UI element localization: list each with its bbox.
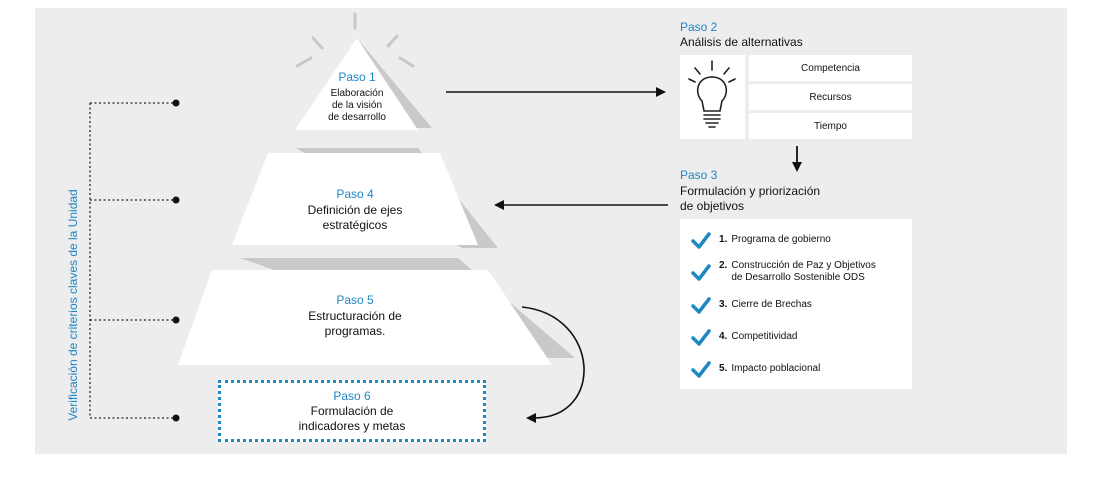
step4-description: Definición de ejes estratégicos [270, 203, 440, 233]
checkmark-icon [691, 329, 711, 346]
step3-label: Paso 3 [680, 168, 718, 182]
checkmark-icon [691, 297, 711, 314]
verification-bracket [89, 102, 175, 419]
objective-text: Impacto poblacional [731, 363, 821, 374]
lightbulb-box [680, 55, 745, 139]
step6-label: Paso 6 [333, 389, 371, 403]
objective-number: 3. [719, 299, 728, 310]
bracket-dot [172, 196, 180, 204]
checkmark-icon [691, 264, 711, 281]
step5-description: Estructuración de programas. [270, 309, 440, 339]
alternative-competencia: Competencia [749, 55, 912, 81]
arrow-to-step6 [521, 306, 585, 423]
pyramid-tier-2 [232, 153, 478, 245]
arrow-to-step2 [446, 87, 666, 97]
step6-box: Paso 6 Formulación de indicadores y meta… [218, 380, 486, 442]
lightbulb-icon [688, 60, 736, 128]
pyramid-tier-1-shadow [357, 38, 432, 128]
objectives-checklist [680, 219, 912, 389]
step5-label: Paso 5 [336, 293, 374, 307]
objective-text-line: de Desarrollo Sostenible ODS [731, 272, 865, 283]
step2-label: Paso 2 [680, 20, 718, 34]
step1-line: Elaboración [330, 88, 384, 99]
objective-number: 4. [719, 331, 728, 342]
objective-item: 3. Cierre de Brechas [690, 294, 812, 316]
step1-description: Elaboración de la visión de desarrollo [300, 88, 414, 124]
step1-label: Paso 1 [338, 70, 376, 84]
objective-number: 2. [719, 260, 728, 271]
step3-title-line: de objetivos [680, 199, 745, 213]
objective-item: 2. Construcción de Paz y Objetivos de De… [690, 260, 876, 284]
step4-label: Paso 4 [336, 187, 374, 201]
step2-title: Análisis de alternativas [680, 35, 803, 49]
pyramid-tier-3 [178, 270, 552, 365]
alternative-recursos: Recursos [749, 84, 912, 110]
step5-line: Estructuración de [308, 309, 402, 323]
vision-rays [295, 12, 415, 68]
step6-line: indicadores y metas [298, 419, 406, 433]
step6-description: Formulación de indicadores y metas [221, 404, 483, 434]
pyramid-tier-1 [295, 38, 418, 130]
bracket-dot [172, 99, 180, 107]
objective-number: 1. [719, 234, 728, 245]
step3-title-line: Formulación y priorización [680, 184, 821, 198]
arrow-to-step4 [494, 200, 668, 210]
bracket-dot [172, 316, 180, 324]
step6-line: Formulación de [310, 404, 394, 418]
checkmark-icon [691, 361, 711, 378]
checkmark-icon [691, 232, 711, 249]
step4-line: estratégicos [322, 218, 388, 232]
step5-line: programas. [324, 324, 386, 338]
objective-number: 5. [719, 363, 728, 374]
step1-line: de la visión [331, 100, 383, 111]
step1-line: de desarrollo [328, 112, 386, 123]
objective-item: 5. Impacto poblacional [690, 358, 820, 380]
alternative-tiempo: Tiempo [749, 113, 912, 139]
pyramid-diagram [89, 12, 802, 423]
step4-line: Definición de ejes [307, 203, 403, 217]
objective-text: Construcción de Paz y Objetivos de Desar… [731, 260, 876, 284]
objective-item: 1. Programa de gobierno [690, 229, 831, 251]
step3-title: Formulación y priorización de objetivos [680, 184, 820, 214]
objective-text: Cierre de Brechas [731, 299, 812, 310]
objective-text: Competitividad [731, 331, 798, 342]
objective-item: 4. Competitividad [690, 326, 798, 348]
arrow-to-step3 [792, 146, 802, 172]
objective-text-line: Construcción de Paz y Objetivos [731, 260, 876, 271]
objective-text: Programa de gobierno [731, 234, 831, 245]
bracket-dot [172, 414, 180, 422]
